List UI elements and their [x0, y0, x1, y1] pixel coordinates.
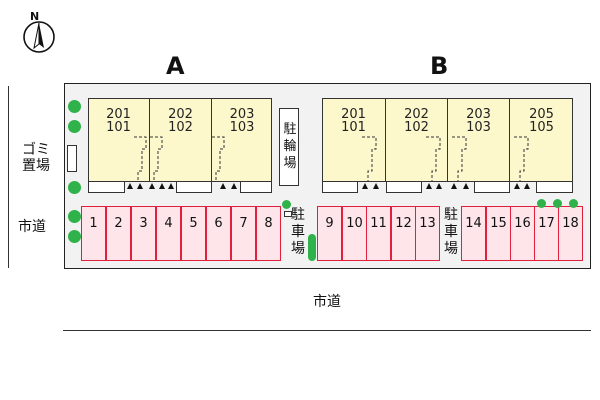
parking-space: 7: [231, 206, 256, 261]
tree-icon: [68, 120, 81, 133]
parking-space: 10: [342, 206, 367, 261]
unit-number: 202: [168, 107, 193, 122]
compass-north-label: N: [30, 10, 40, 23]
parking-space: 13: [415, 206, 440, 261]
hedge: [308, 234, 316, 261]
unit-b-4: 205 105: [510, 98, 573, 182]
garbage-area-text: ゴミ置場: [22, 142, 50, 174]
parking-space: 6: [206, 206, 231, 261]
balcony: [536, 181, 573, 193]
tree-icon: [68, 230, 81, 243]
tree-icon: [553, 199, 562, 208]
parking-space: 15: [486, 206, 511, 261]
unit-a-3: 203 103: [212, 98, 272, 182]
tree-icon: [68, 181, 81, 194]
building-b-label: B: [430, 52, 449, 80]
entrance-mark: [436, 183, 442, 189]
parking-space: 8: [256, 206, 281, 261]
unit-a-1: 201 101: [88, 98, 150, 182]
parking-space: 18: [558, 206, 583, 261]
road-bottom-label: 市道: [313, 294, 341, 310]
garbage-area-box: [67, 145, 77, 172]
unit-number: 103: [229, 120, 255, 135]
parking-space: 3: [131, 206, 156, 261]
entrance-mark: [362, 183, 368, 189]
parking-space: 17: [534, 206, 559, 261]
balcony: [386, 181, 422, 193]
staircase-marks-b: [362, 136, 529, 181]
unit-b-2: 202 102: [386, 98, 448, 182]
entrance-mark: [451, 183, 457, 189]
entrance-mark: [168, 183, 174, 189]
parking-label-right: 駐車場: [444, 207, 458, 257]
utility-box: [284, 211, 292, 217]
balcony: [176, 181, 212, 193]
entrance-mark: [149, 183, 155, 189]
tree-icon: [68, 210, 81, 223]
parking-space: 9: [317, 206, 342, 261]
unit-number: 203: [466, 107, 491, 122]
unit-a-2: 202 102: [150, 98, 212, 182]
parking-space: 14: [461, 206, 486, 261]
tree-icon: [537, 199, 546, 208]
parking-label-center: 駐車場: [291, 207, 305, 257]
compass-icon: [23, 21, 55, 53]
parking-space: 5: [181, 206, 206, 261]
unit-number: 203: [229, 107, 255, 122]
parking-space: 12: [391, 206, 416, 261]
unit-number: 201: [106, 107, 131, 122]
garbage-area-label: ゴミ置場: [22, 142, 58, 174]
parking-space: 1: [81, 206, 106, 261]
bicycle-parking: 駐輪場: [279, 108, 299, 186]
unit-number: 201: [341, 107, 366, 122]
building-a: [88, 98, 272, 182]
entrance-mark: [220, 183, 226, 189]
entrance-mark: [514, 183, 520, 189]
entrance-mark: [524, 183, 530, 189]
road-left-label: 市道: [18, 219, 46, 235]
tree-icon: [282, 200, 291, 209]
unit-number: 102: [168, 120, 193, 135]
parking-space: 2: [106, 206, 131, 261]
parking-space: 11: [366, 206, 391, 261]
building-a-label: A: [166, 52, 185, 80]
unit-number: 202: [404, 107, 429, 122]
unit-number: 105: [529, 120, 554, 135]
balcony: [240, 181, 272, 193]
road-bottom-line: [63, 330, 591, 331]
unit-number: 102: [404, 120, 429, 135]
parking-space: 4: [156, 206, 181, 261]
entrance-mark: [373, 183, 379, 189]
entrance-mark: [159, 183, 165, 189]
balcony: [88, 181, 125, 193]
unit-number: 101: [341, 120, 366, 135]
balcony: [322, 181, 358, 193]
entrance-mark: [137, 183, 143, 189]
unit-number: 205: [529, 107, 554, 122]
entrance-mark: [426, 183, 432, 189]
road-left-line: [8, 86, 9, 268]
bicycle-parking-label: 駐輪場: [283, 122, 297, 171]
tree-icon: [569, 199, 578, 208]
unit-number: 103: [466, 120, 491, 135]
unit-b-1: 201 101: [322, 98, 386, 182]
parking-space: 16: [510, 206, 535, 261]
balcony: [474, 181, 510, 193]
entrance-mark: [463, 183, 469, 189]
entrance-mark: [231, 183, 237, 189]
unit-b-3: 203 103: [448, 98, 510, 182]
tree-icon: [68, 100, 81, 113]
compass: N: [22, 10, 56, 54]
staircase-marks-a: [134, 136, 225, 181]
entrance-mark: [127, 183, 133, 189]
unit-number: 101: [106, 120, 131, 135]
